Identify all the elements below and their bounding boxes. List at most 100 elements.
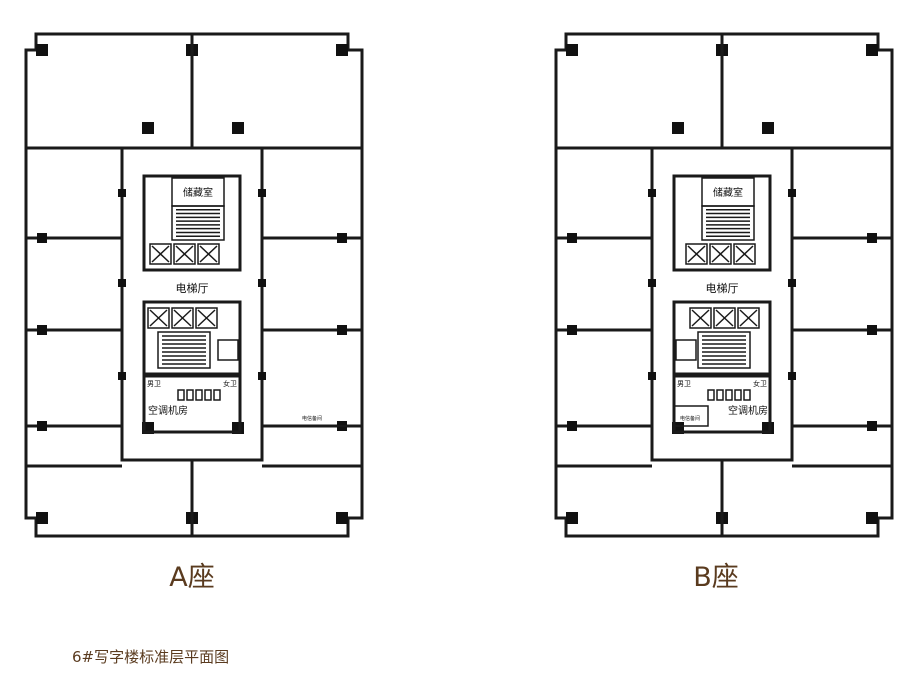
elevator-car [689,307,712,329]
service-block [142,374,242,434]
elevator-car [733,243,756,265]
structural-column [118,372,126,380]
toilet-stall [195,389,203,401]
elevator-cross [711,245,730,263]
room-label: 女卫 [223,379,237,388]
lower-core [142,300,242,376]
room-label: 空调机房 [728,404,768,417]
elevator-cross [173,309,192,327]
elevator-cross [687,245,706,263]
structural-column [866,512,878,524]
stair-outline [171,205,225,241]
toilet-stall [734,389,742,401]
elevator-cross [691,309,710,327]
plan-caption: 6#写字楼标准层平面图 [72,648,230,666]
structural-column [648,372,656,380]
shaft [675,339,697,361]
toilet-stall [716,389,724,401]
shaft [217,339,239,361]
structural-column [142,122,154,134]
elevator-cross [149,309,168,327]
elevator-car [149,243,172,265]
room-label: 电梯厅 [706,282,739,295]
elevator-car [195,307,218,329]
structural-column [336,44,348,56]
structural-column [788,189,796,197]
structural-column [762,122,774,134]
structural-column [36,512,48,524]
elevator-cross [735,245,754,263]
elevator-car [713,307,736,329]
structural-column [37,233,47,243]
structural-column [118,189,126,197]
structural-column [867,233,877,243]
structural-column [37,325,47,335]
structural-column [567,421,577,431]
elevator-car [171,307,194,329]
toilet-stall [213,389,221,401]
structural-column [788,279,796,287]
structural-column [258,189,266,197]
toilet-stall [186,389,194,401]
structural-column [232,122,244,134]
room-label: 空调机房 [148,404,188,417]
elevator-car [709,243,732,265]
structural-column [672,122,684,134]
structural-column [566,44,578,56]
room-label: 电梯厅 [176,282,209,295]
toilet-stall [743,389,751,401]
structural-column [258,279,266,287]
toilet-stall [177,389,185,401]
elevator-cross [175,245,194,263]
core-wall [120,146,264,462]
room-label: 男卫 [147,380,161,388]
service-block [672,374,772,434]
room-label: 女卫 [753,379,767,388]
structural-column [118,279,126,287]
lower-core [672,300,772,376]
structural-column [648,189,656,197]
structural-column [648,279,656,287]
upper-core [672,174,772,272]
structural-column [866,44,878,56]
room-label: 电信备间 [302,415,322,422]
elevator-car [147,307,170,329]
stair-outline [697,331,751,369]
structural-column [37,421,47,431]
stair-outline [701,205,755,241]
toilet-stall [204,389,212,401]
room-label: 电信备间 [680,415,700,422]
elevator-cross [739,309,758,327]
upper-core [142,174,242,272]
stair-outline [157,331,211,369]
toilet-stall [707,389,715,401]
elevator-cross [199,245,218,263]
structural-column [788,372,796,380]
equipment-room [673,405,709,427]
structural-column [336,512,348,524]
structural-column [567,325,577,335]
structural-column [566,512,578,524]
elevator-car [197,243,220,265]
elevator-cross [151,245,170,263]
elevator-car [173,243,196,265]
core-wall [650,146,794,462]
room-label: 男卫 [677,380,691,388]
structural-column [867,325,877,335]
elevator-car [685,243,708,265]
tower-a-label: A座 [169,562,215,593]
elevator-car [737,307,760,329]
elevator-cross [197,309,216,327]
toilet-stall [725,389,733,401]
structural-column [337,233,347,243]
tower-b-label: B座 [693,562,739,593]
structural-column [337,325,347,335]
elevator-cross [715,309,734,327]
room-label: 储藏室 [183,186,213,199]
structural-column [567,233,577,243]
structural-column [258,372,266,380]
structural-column [36,44,48,56]
